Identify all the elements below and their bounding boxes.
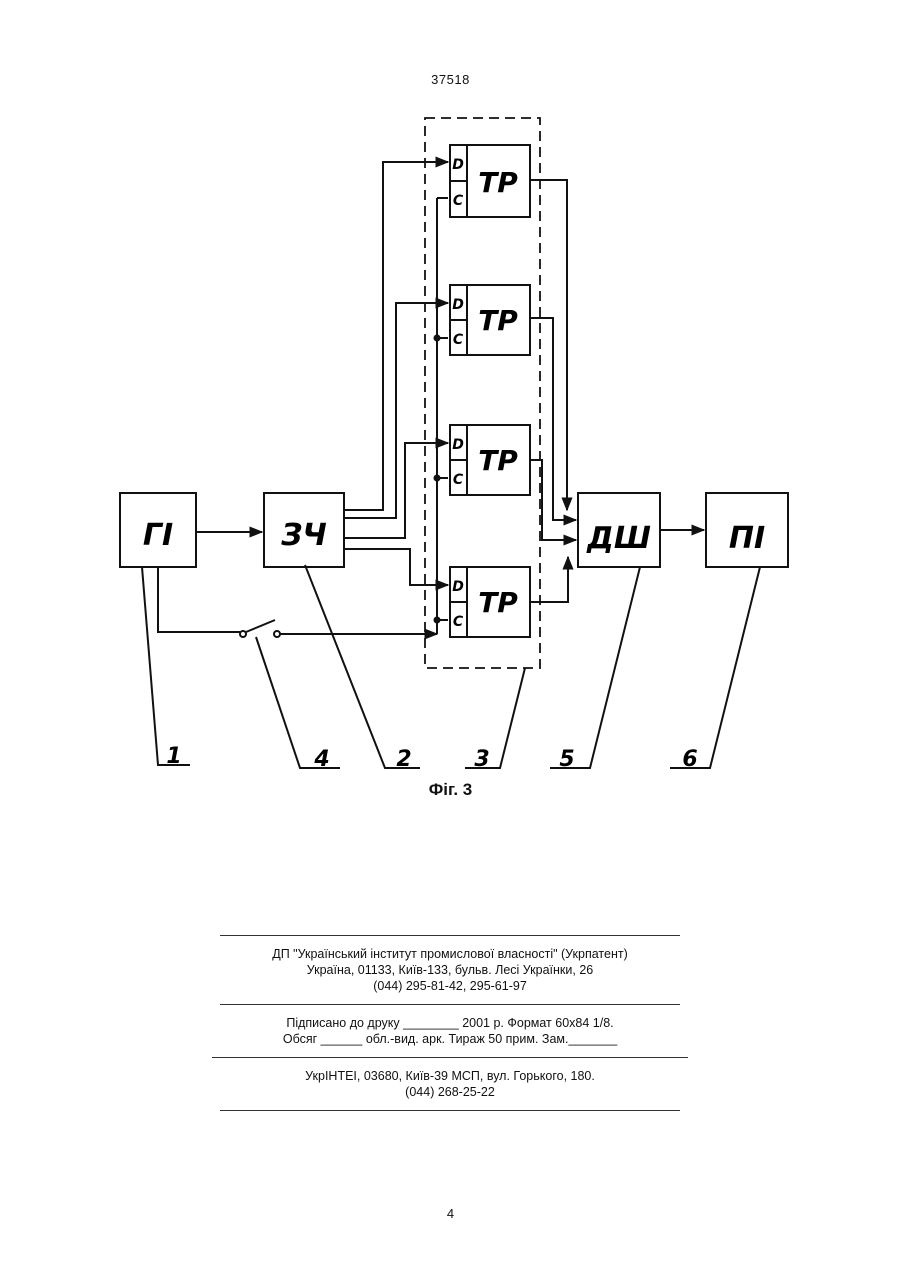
ref-2: 2 [396,747,411,772]
print-details-section: Підписано до друку ________ 2001 р. Форм… [220,1005,680,1057]
counter-label: ЗЧ [280,518,327,553]
generator-label: ГІ [143,518,173,553]
decoder-label: ДШ [586,521,651,556]
trigger-4-label: ТР [478,586,518,619]
trigger-4-pin-d: D [452,579,464,595]
trigger-2-pin-d: D [452,297,464,313]
printer-section: УкрІНТЕІ, 03680, Київ-39 МСП, вул. Горьк… [220,1058,680,1110]
trigger-3-pin-c: C [453,472,464,488]
trigger-3-pin-d: D [452,437,464,453]
trigger-4-pin-c: C [453,614,464,630]
publisher-section: ДП "Український інститут промислової вла… [220,936,680,1004]
ref-3: 3 [474,747,489,772]
ref-4: 4 [313,747,329,772]
ref-1: 1 [166,744,181,769]
print-signed: Підписано до друку ________ 2001 р. Форм… [220,1015,680,1031]
imprint-block: ДП "Український інститут промислової вла… [220,935,680,1111]
ref-5: 5 [559,747,574,772]
page-number-bottom: 4 [0,1206,901,1221]
printer-address: УкрІНТЕІ, 03680, Київ-39 МСП, вул. Горьк… [220,1068,680,1084]
indicator-label: ПІ [729,521,765,556]
trigger-3-label: ТР [478,444,518,477]
publisher-address: Україна, 01133, Київ-133, бульв. Лесі Ук… [220,962,680,978]
trigger-2-label: ТР [478,304,518,337]
trigger-2-pin-c: C [453,332,464,348]
block-diagram: ГІ ЗЧ ДШ ПІ ТР ТР ТР ТР D C D C D C D C … [0,0,901,820]
trigger-1-pin-d: D [452,157,464,173]
printer-phone: (044) 268-25-22 [220,1084,680,1100]
ref-6: 6 [682,747,697,772]
figure-caption: Фіг. 3 [0,780,901,800]
print-volume: Обсяг ______ обл.-вид. арк. Тираж 50 при… [220,1031,680,1047]
trigger-1-pin-c: C [453,193,464,209]
divider [220,1110,680,1111]
trigger-1-label: ТР [478,166,518,199]
publisher-name: ДП "Український інститут промислової вла… [220,946,680,962]
publisher-phone: (044) 295-81-42, 295-61-97 [220,978,680,994]
